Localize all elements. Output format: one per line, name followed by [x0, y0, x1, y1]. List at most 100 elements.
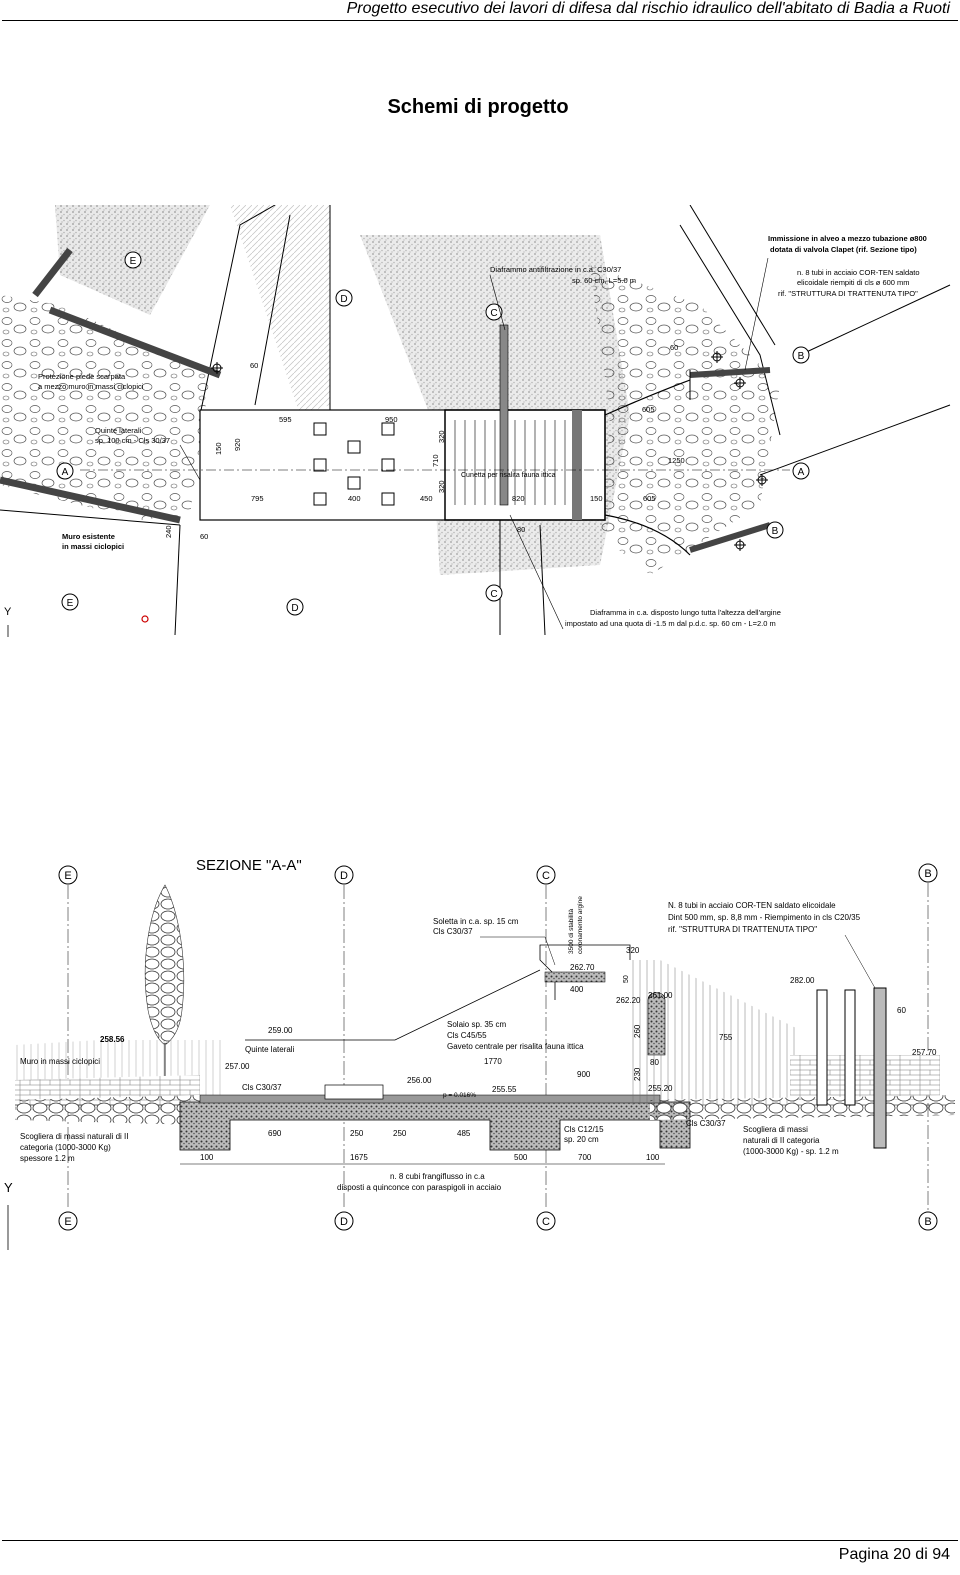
svg-text:80: 80: [517, 525, 525, 534]
pipes-callout-2: elicoidale riempiti di cls ø 600 mm: [797, 278, 910, 287]
svg-text:60: 60: [897, 1006, 906, 1015]
svg-text:150: 150: [590, 494, 603, 503]
svg-text:D: D: [291, 603, 298, 614]
wall-callout: Muro in massi ciclopici: [20, 1057, 100, 1066]
section-marker-C-top: C: [536, 865, 556, 885]
plan-drawing: E D C B A A B E D C: [0, 205, 951, 637]
diaphragm-top-callout-1: Diaframmo antifiltrazione in c.a. C30/37: [490, 265, 621, 274]
svg-text:60: 60: [250, 361, 258, 370]
right-brick-wall: [790, 1055, 940, 1100]
slab-callout-2: Cls C30/37: [433, 927, 473, 936]
svg-text:450: 450: [420, 494, 433, 503]
section-marker-A-left: A: [56, 462, 74, 480]
svg-text:1770: 1770: [484, 1057, 502, 1066]
svg-text:240: 240: [164, 525, 173, 538]
section-marker-D-bottom: D: [286, 598, 304, 616]
svg-text:400: 400: [348, 494, 361, 503]
section-marker-E-bottom: E: [58, 1211, 78, 1231]
corten-pipes: [816, 987, 887, 1149]
svg-text:690: 690: [268, 1129, 282, 1138]
svg-text:100: 100: [646, 1153, 660, 1162]
cls3-callout-2: sp. 20 cm: [564, 1135, 599, 1144]
immission-callout-2: dotata di valvola Clapet (rif. Sezione t…: [770, 245, 917, 254]
svg-text:230: 230: [633, 1067, 642, 1081]
left-riprap: [15, 1095, 200, 1125]
section-marker-B-bottom: B: [766, 521, 784, 539]
floor-callout-2: Cls C45/55: [447, 1031, 487, 1040]
tree-icon: [144, 884, 185, 1046]
slab-callout-1: Soletta in c.a. sp. 15 cm: [433, 917, 519, 926]
svg-text:255.20: 255.20: [648, 1084, 673, 1093]
fish-channel-label: Cunetta per risalita fauna ittica: [461, 472, 556, 479]
floor-callout-3: Gaveto centrale per risalita fauna ittic…: [447, 1042, 584, 1051]
structure-outline: [199, 409, 606, 521]
section-marker-D-bottom: D: [334, 1211, 354, 1231]
existing-wall-callout-1: Muro esistente: [62, 532, 115, 541]
svg-text:820: 820: [512, 494, 525, 503]
cls3-callout-1: Cls C12/15: [564, 1125, 604, 1134]
svg-text:595: 595: [279, 415, 292, 424]
svg-text:80: 80: [650, 1058, 659, 1067]
side-wings-callout-2: sp. 100 cm - Cls 30/37: [95, 436, 170, 445]
svg-text:282.00: 282.00: [790, 976, 815, 985]
svg-text:255.55: 255.55: [492, 1085, 517, 1094]
svg-text:Y: Y: [4, 1180, 13, 1195]
red-marker-icon: [141, 615, 149, 623]
section-title: Schemi di progetto: [387, 96, 569, 118]
svg-text:258.56: 258.56: [100, 1035, 125, 1044]
pipes-callout-1: n. 8 tubi in acciaio COR-TEN saldato: [797, 268, 920, 277]
svg-text:B: B: [924, 1216, 931, 1228]
svg-text:1675: 1675: [350, 1153, 368, 1162]
section-marker-E-bottom: E: [61, 593, 79, 611]
svg-text:256.00: 256.00: [407, 1076, 432, 1085]
svg-text:D: D: [340, 294, 347, 305]
breakers-callout-2: disposti a quinconce con paraspigoli in …: [337, 1183, 502, 1192]
section-title-label: SEZIONE "A-A": [196, 857, 302, 874]
svg-text:60: 60: [670, 343, 678, 352]
wings-callout: Quinte laterali: [245, 1045, 295, 1054]
toe-protection-callout-2: a mezzo muro in massi ciclopici: [38, 382, 144, 391]
section-marker-D-top: D: [335, 289, 353, 307]
svg-text:E: E: [64, 1216, 71, 1228]
svg-text:C: C: [490, 308, 497, 319]
svg-text:260: 260: [633, 1024, 642, 1038]
svg-text:A: A: [62, 467, 69, 478]
svg-text:320: 320: [437, 430, 446, 443]
footer-rule: [2, 1540, 958, 1541]
riprap-left-callout-2: categoria (1000-3000 Kg): [20, 1143, 111, 1152]
riprap-left-callout-3: spessore 1.2 m: [20, 1154, 75, 1163]
hatched-slope-top: [230, 205, 330, 415]
svg-text:E: E: [130, 256, 137, 267]
svg-text:E: E: [64, 870, 71, 882]
pipes-callout-3: rif. "STRUTTURA DI TRATTENUTA TIPO": [668, 925, 817, 934]
svg-text:C: C: [490, 589, 497, 600]
page-number: Pagina 20 di 94: [838, 1546, 950, 1563]
svg-text:250: 250: [393, 1129, 407, 1138]
svg-text:B: B: [772, 526, 779, 537]
header-rule: [2, 20, 958, 21]
cls1-callout: Cls C30/37: [242, 1083, 282, 1092]
svg-text:C: C: [542, 870, 550, 882]
section-marker-A-right: A: [792, 462, 810, 480]
axis-icon: Y: [4, 1180, 13, 1250]
section-marker-C-top: C: [485, 303, 503, 321]
section-marker-C-bottom: C: [536, 1211, 556, 1231]
toe-protection-callout-1: Protezione piede scarpata: [38, 372, 126, 381]
diaphragm-bottom-callout-2: impostato ad una quota di -1.5 m dal p.d…: [565, 619, 776, 628]
floor-callout-1: Solaio sp. 35 cm: [447, 1020, 506, 1029]
svg-text:795: 795: [251, 494, 264, 503]
svg-text:259.00: 259.00: [268, 1026, 293, 1035]
breakers-callout-1: n. 8 cubi frangiflusso in c.a: [390, 1172, 485, 1181]
section-marker-E-top: E: [58, 865, 78, 885]
svg-text:500: 500: [514, 1153, 528, 1162]
pipes-callout-3: rif. "STRUTTURA DI TRATTENUTA TIPO": [778, 289, 918, 298]
svg-text:262.70: 262.70: [570, 963, 595, 972]
svg-text:257.00: 257.00: [225, 1062, 250, 1071]
svg-text:320: 320: [626, 946, 640, 955]
svg-text:950: 950: [385, 415, 398, 424]
svg-text:150: 150: [214, 442, 223, 455]
stability-callout-1: 3500 di stabilità: [568, 908, 575, 954]
section-marker-D-top: D: [334, 865, 354, 885]
svg-text:257.70: 257.70: [912, 1048, 937, 1057]
svg-text:262.20: 262.20: [616, 996, 641, 1005]
